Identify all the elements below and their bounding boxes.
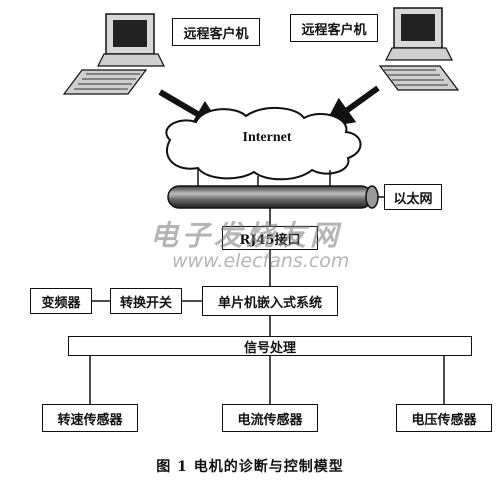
switch-box: 转换开关: [110, 288, 182, 314]
internet-cloud-icon: [165, 106, 362, 181]
ethernet-label: 以太网: [384, 184, 442, 210]
speed-sensor-box: 转速传感器: [42, 404, 138, 432]
remote-client-right-label: 远程客户机: [290, 14, 378, 42]
inverter-box: 变频器: [30, 288, 92, 314]
figure-caption: 图 1 电机的诊断与控制模型: [156, 459, 344, 475]
signal-processing-bar: 信号处理: [68, 336, 472, 356]
watermark-text: 电子发烧友网: [150, 219, 343, 252]
remote-client-left-label: 远程客户机: [172, 18, 260, 46]
computer-left-icon: [62, 13, 165, 95]
rj45-interface: RJ45接口: [222, 226, 318, 250]
watermark-url: www.elecfans.com: [172, 250, 350, 272]
voltage-sensor-box: 电压传感器: [396, 404, 492, 432]
internet-label: Internet: [242, 130, 292, 145]
computer-right-icon: [378, 7, 460, 91]
mcu-box: 单片机嵌入式系统: [202, 286, 338, 316]
ethernet-pipe: [167, 185, 379, 209]
current-sensor-box: 电流传感器: [222, 404, 318, 432]
